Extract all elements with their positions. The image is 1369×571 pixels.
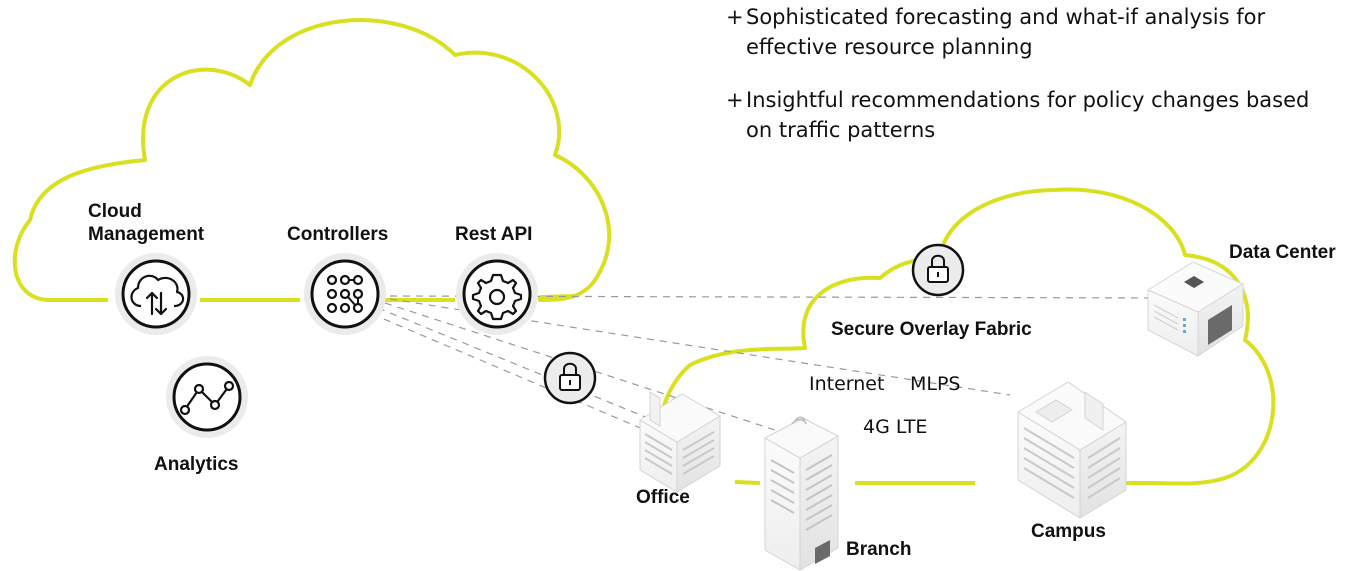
analytics-line-icon [166,356,248,438]
feature-bullets: + Sophisticated forecasting and what-if … [726,2,1369,145]
label-rest-api: Rest API [455,224,533,245]
gear-icon [456,253,538,335]
management-cloud-bottom [50,294,576,302]
fabric-cloud-outline [658,187,1276,486]
label-office: Office [636,487,690,508]
bullet-forecasting: + Sophisticated forecasting and what-if … [726,2,1369,62]
cloud-sync-icon [115,253,197,335]
label-data-center: Data Center [1229,242,1336,263]
plus-icon: + [726,5,744,29]
bullet-line: on traffic patterns [746,118,936,142]
lock-icon [911,243,965,297]
lock-icon [543,351,597,405]
label-analytics: Analytics [154,454,239,475]
label-line: Cloud [88,201,142,222]
label-campus: Campus [1031,521,1106,542]
label-line: Management [88,224,205,245]
label-controllers: Controllers [287,224,389,245]
bullet-line: Sophisticated forecasting and what-if an… [746,5,1266,29]
label-mpls: MLPS [910,373,961,395]
management-cloud-outline [12,18,612,302]
campus-building-icon [1017,381,1127,519]
bullet-recommendations: + Insightful recommendations for policy … [726,85,1369,145]
bullet-line: effective resource planning [746,35,1033,59]
label-cloud-management: Cloud Management [88,200,204,246]
bullet-line: Insightful recommendations for policy ch… [746,88,1310,112]
plus-icon: + [726,88,744,112]
branch-building-icon [763,416,840,571]
connector-branch [384,302,776,431]
label-internet: Internet [809,373,885,395]
label-4g-lte: 4G LTE [863,416,928,438]
office-building-icon [639,391,721,493]
connector-office-b [371,313,646,431]
data-center-server-icon [1146,261,1245,357]
label-secure-overlay-fabric: Secure Overlay Fabric [831,319,1032,340]
label-branch: Branch [846,539,912,560]
controller-nodes-icon [304,253,386,335]
